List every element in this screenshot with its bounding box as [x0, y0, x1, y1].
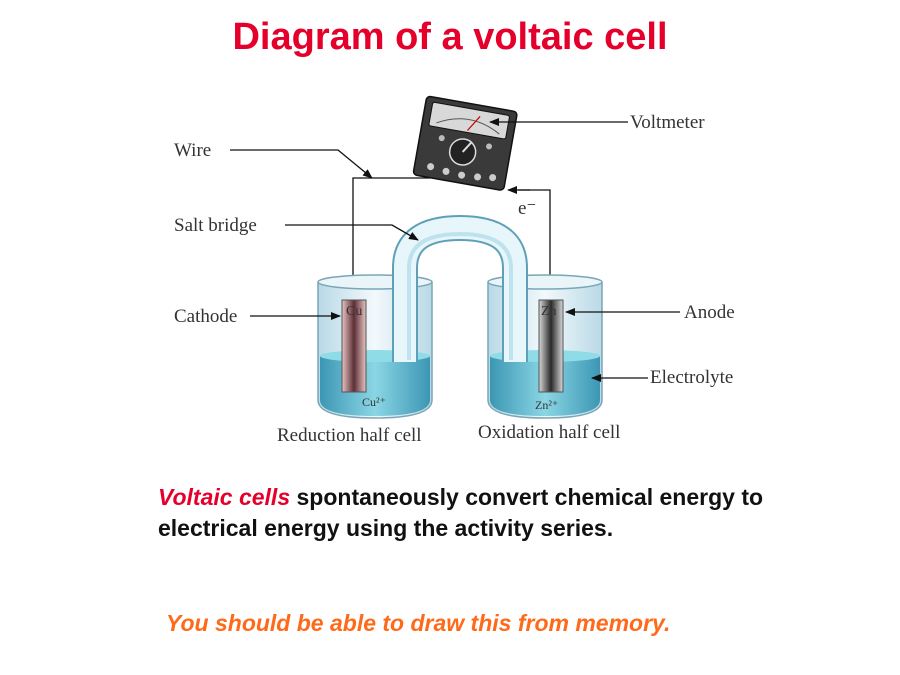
cathode-electrode: Cu — [341, 299, 367, 393]
anode-label: Anode — [684, 302, 735, 323]
voltaic-cell-diagram: Cu Zn Cu²⁺ Zn²⁺ Voltmeter Wire Salt brid… — [174, 95, 735, 446]
reduction-half-cell-label: Reduction half cell — [277, 425, 422, 446]
voltmeter-label: Voltmeter — [630, 112, 705, 133]
cathode-label: Cathode — [174, 306, 237, 327]
salt-bridge-label: Salt bridge — [174, 215, 257, 236]
electron-label: e⁻ — [518, 198, 536, 219]
left-metal-label: Cu — [346, 304, 362, 319]
description: Voltaic cells spontaneously convert chem… — [158, 482, 768, 544]
voltmeter — [412, 95, 518, 191]
anode-electrode: Zn — [538, 299, 564, 393]
right-ion-label: Zn²⁺ — [535, 398, 558, 412]
pointer-arrows — [230, 118, 680, 382]
wire-label: Wire — [174, 140, 211, 161]
memory-note: You should be able to draw this from mem… — [166, 610, 671, 636]
description-highlight: Voltaic cells — [158, 484, 291, 510]
oxidation-half-cell-label: Oxidation half cell — [478, 422, 620, 443]
left-ion-label: Cu²⁺ — [362, 395, 386, 409]
electrolyte-label: Electrolyte — [650, 367, 733, 388]
salt-bridge — [392, 214, 528, 362]
description-text: spontaneously convert chemical energy to… — [158, 484, 764, 541]
right-metal-label: Zn — [541, 304, 557, 319]
page-title: Diagram of a voltaic cell — [232, 16, 668, 58]
